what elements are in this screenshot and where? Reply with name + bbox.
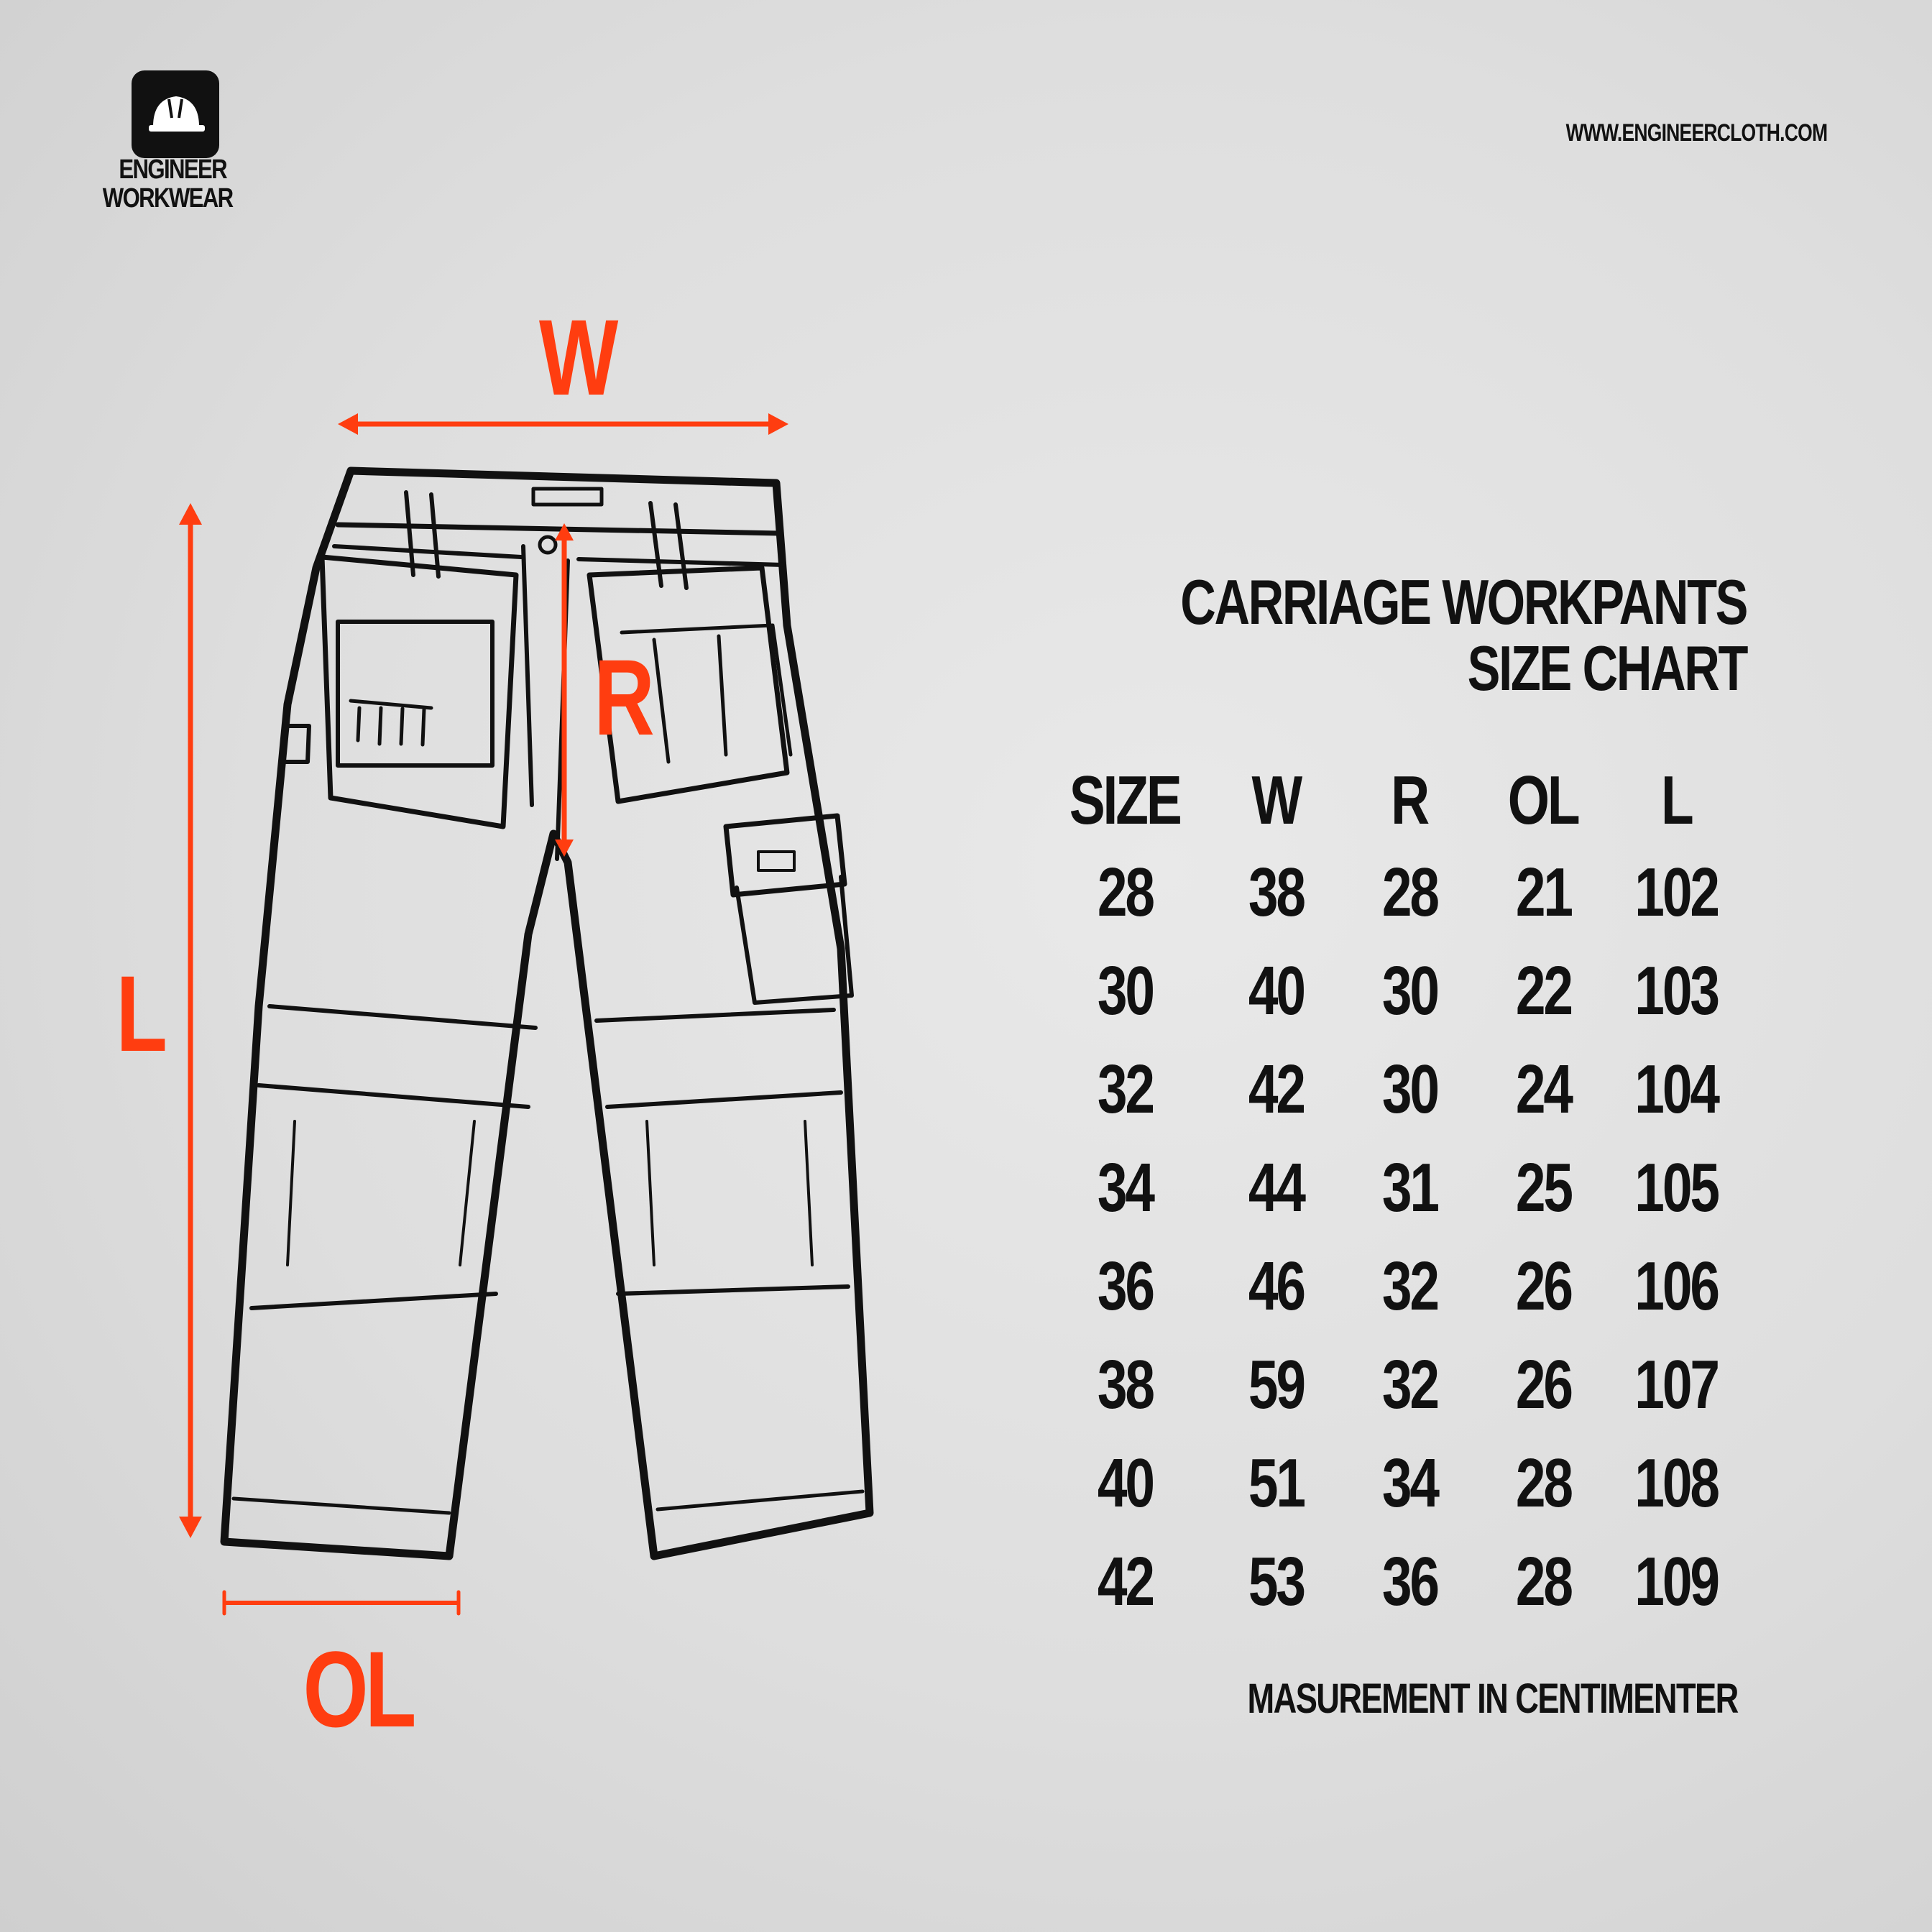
title-line-1: CARRIAGE WORKPANTS: [1180, 566, 1748, 638]
column-header-w: W: [1251, 762, 1302, 839]
table-cell: 53: [1248, 1542, 1305, 1620]
table-cell: 103: [1634, 952, 1720, 1029]
table-cell: 38: [1097, 1346, 1154, 1423]
table-row: 40 51 34 28 108: [1046, 1434, 1737, 1532]
table-cell: 28: [1381, 853, 1439, 931]
title-line-2: SIZE CHART: [1467, 632, 1749, 704]
column-header-size: SIZE: [1070, 762, 1182, 839]
table-cell: 28: [1097, 853, 1154, 931]
table-cell: 42: [1097, 1542, 1154, 1620]
table-cell: 38: [1248, 853, 1305, 931]
waist-label: W: [538, 297, 618, 418]
table-cell: 40: [1097, 1444, 1154, 1522]
table-cell: 31: [1381, 1149, 1439, 1226]
hard-hat-icon: [132, 70, 219, 158]
table-cell: 34: [1097, 1149, 1154, 1226]
table-cell: 34: [1381, 1444, 1439, 1522]
table-cell: 51: [1248, 1444, 1305, 1522]
pants-diagram: [179, 413, 874, 1616]
pants-outline: [220, 466, 874, 1560]
table-row: 32 42 30 24 104: [1046, 1040, 1737, 1138]
table-cell: 42: [1248, 1050, 1305, 1128]
table-cell: 109: [1634, 1542, 1720, 1620]
table-row: 36 46 32 26 106: [1046, 1237, 1737, 1335]
table-cell: 36: [1381, 1542, 1439, 1620]
column-header-l: L: [1660, 762, 1694, 839]
table-cell: 104: [1634, 1050, 1720, 1128]
brand-name: ENGINEER WORKWEAR: [102, 155, 234, 213]
column-header-r: R: [1391, 762, 1430, 839]
brand-line-1: ENGINEER: [119, 155, 227, 185]
table-cell: 30: [1381, 1050, 1439, 1128]
table-cell: 105: [1634, 1149, 1720, 1226]
table-cell: 59: [1248, 1346, 1305, 1423]
table-cell: 26: [1515, 1346, 1573, 1423]
table-cell: 28: [1515, 1444, 1573, 1522]
table-cell: 46: [1248, 1247, 1305, 1325]
size-table: SIZE W R OL L 28 38 28 21 102 30 40 30 2…: [1046, 758, 1737, 1631]
table-cell: 21: [1515, 853, 1573, 931]
table-cell: 108: [1634, 1444, 1720, 1522]
table-header-row: SIZE W R OL L: [1046, 758, 1737, 843]
table-cell: 107: [1634, 1346, 1720, 1423]
leg-opening-label: OL: [303, 1629, 417, 1749]
table-cell: 28: [1515, 1542, 1573, 1620]
length-label: L: [116, 953, 167, 1074]
column-header-ol: OL: [1508, 762, 1581, 839]
table-cell: 32: [1097, 1050, 1154, 1128]
brand-line-2: WORKWEAR: [102, 183, 234, 213]
table-cell: 25: [1515, 1149, 1573, 1226]
table-cell: 30: [1097, 952, 1154, 1029]
table-row: 34 44 31 25 105: [1046, 1138, 1737, 1237]
table-cell: 102: [1634, 853, 1720, 931]
table-row: 42 53 36 28 109: [1046, 1532, 1737, 1631]
website-url: WWW.ENGINEERCLOTH.COM: [1565, 119, 1827, 147]
table-row: 38 59 32 26 107: [1046, 1335, 1737, 1434]
table-cell: 32: [1381, 1346, 1439, 1423]
table-cell: 44: [1248, 1149, 1305, 1226]
table-cell: 36: [1097, 1247, 1154, 1325]
table-cell: 24: [1515, 1050, 1573, 1128]
table-row: 30 40 30 22 103: [1046, 942, 1737, 1040]
table-row: 28 38 28 21 102: [1046, 843, 1737, 942]
table-cell: 30: [1381, 952, 1439, 1029]
table-cell: 26: [1515, 1247, 1573, 1325]
table-cell: 32: [1381, 1247, 1439, 1325]
table-cell: 40: [1248, 952, 1305, 1029]
table-cell: 22: [1515, 952, 1573, 1029]
chart-title: CARRIAGE WORKPANTS SIZE CHART: [1180, 566, 1749, 704]
measurement-note: MASUREMENT IN CENTIMENTER: [1247, 1675, 1739, 1722]
table-cell: 106: [1634, 1247, 1720, 1325]
rise-label: R: [594, 637, 655, 758]
